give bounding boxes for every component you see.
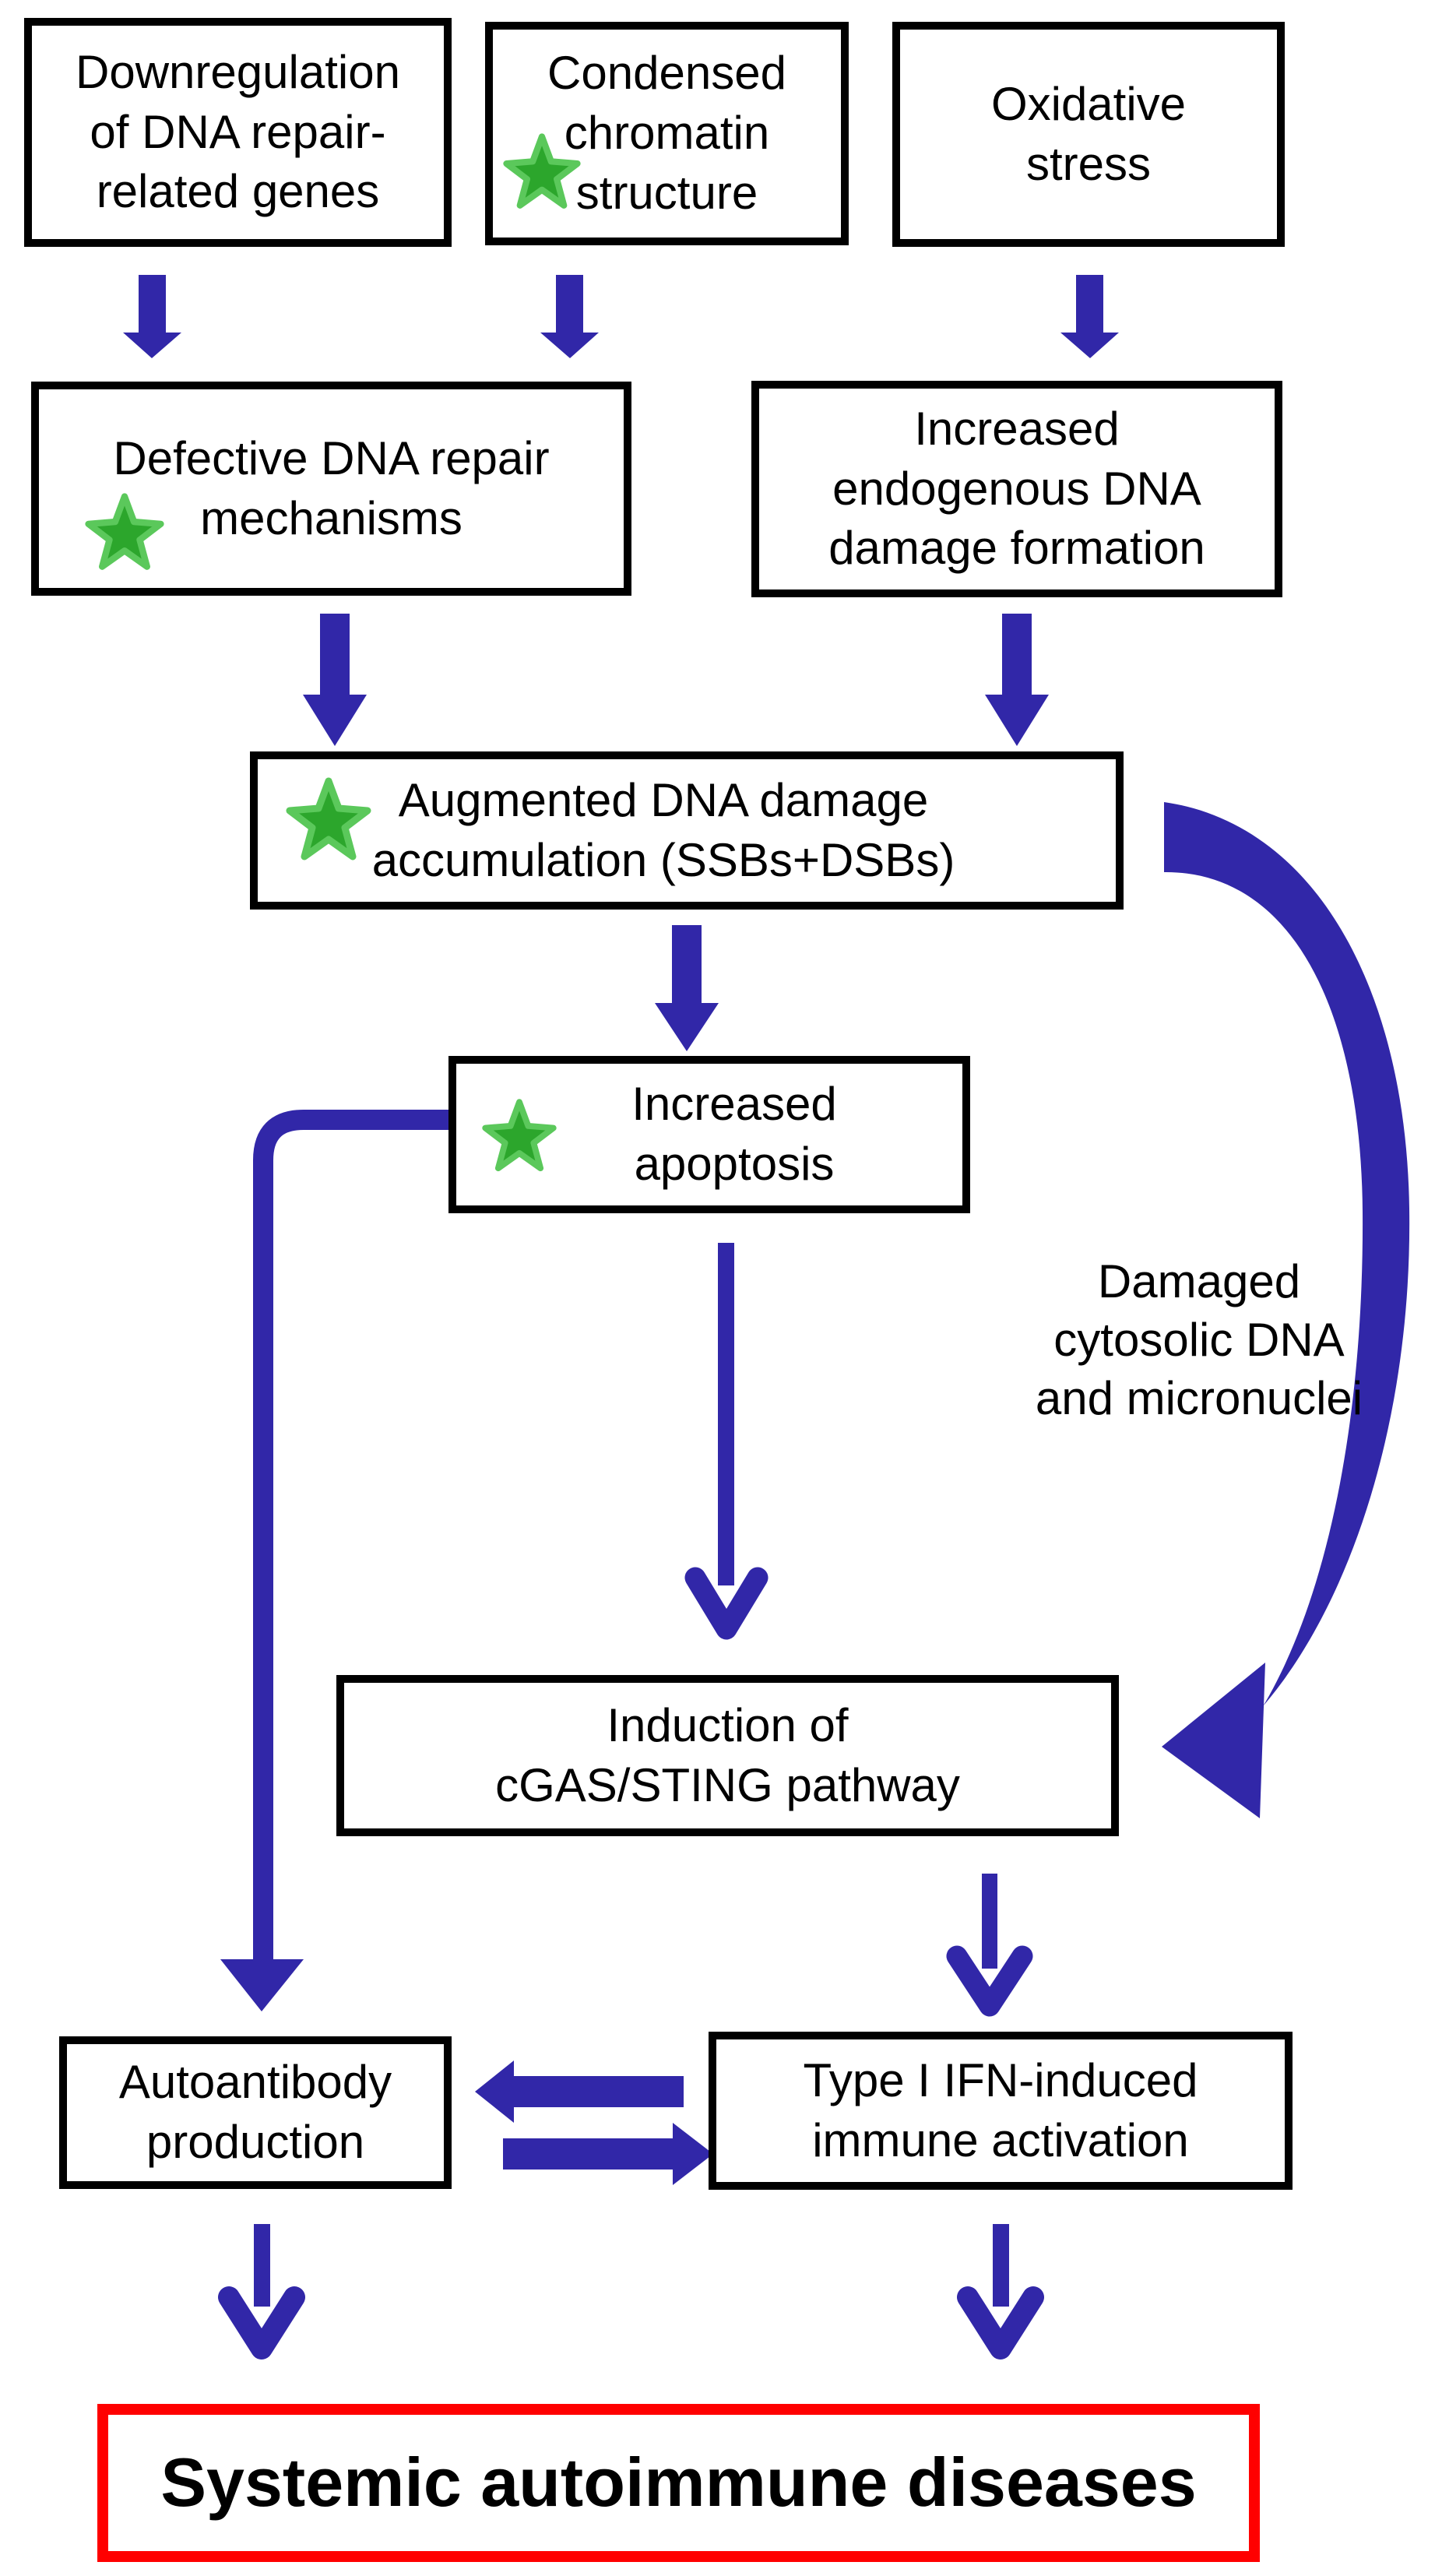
label-text-line: and micronuclei [1035, 1372, 1363, 1424]
node-text-line: Downregulation [76, 45, 400, 98]
node-oxidative-stress: Oxidative stress [892, 22, 1285, 247]
arrow-autoantibody-to-ifn [503, 2123, 713, 2185]
arrow-augmented-to-apoptosis [655, 925, 719, 1051]
arrow-oxidative-to-endogenous [1060, 275, 1119, 358]
node-text-line: Increased [631, 1078, 837, 1131]
node-text-line: endogenous DNA [832, 462, 1201, 515]
node-augmented-dna-damage: Augmented DNA damage accumulation (SSBs+… [250, 751, 1124, 910]
node-endogenous-dna-damage: Increased endogenous DNA damage formatio… [751, 381, 1282, 597]
arrow-endogenous-to-augmented [985, 614, 1049, 746]
node-type1-ifn-immune-activation: Type I IFN-induced immune activation [709, 2032, 1293, 2190]
node-text-line: Autoantibody [118, 2056, 392, 2109]
node-text-line: structure [575, 166, 758, 219]
node-text-line: apoptosis [634, 1138, 835, 1190]
node-text-line: mechanisms [200, 491, 463, 544]
star-icon [286, 777, 371, 860]
node-text-line: cGAS/STING pathway [495, 1758, 960, 1811]
node-text-line: accumulation (SSBs+DSBs) [371, 833, 955, 886]
node-text-line: related genes [96, 165, 380, 218]
node-autoantibody-production: Autoantibody production [59, 2036, 452, 2189]
node-text-line: chromatin [564, 107, 770, 160]
arrow-ifn-to-autoantibody [475, 2060, 684, 2123]
star-icon [85, 493, 164, 570]
label-text-line: Damaged [1097, 1255, 1301, 1307]
node-defective-dna-repair: Defective DNA repair mechanisms [31, 382, 631, 596]
label-text-line: cytosolic DNA [1053, 1314, 1345, 1366]
label-damaged-cytosolic-dna: Damaged cytosolic DNA and micronuclei [1012, 1252, 1386, 1427]
arrow-ifn-to-systemic [957, 2224, 1044, 2360]
node-text-line: Condensed [547, 47, 786, 100]
node-systemic-autoimmune-diseases: Systemic autoimmune diseases [97, 2404, 1260, 2562]
arrow-autoantibody-to-systemic [218, 2224, 305, 2360]
node-text-line: Induction of [607, 1698, 849, 1751]
node-text-line: Increased [914, 402, 1120, 455]
arrow-cgas-to-ifn [946, 1874, 1033, 2017]
node-text-line: immune activation [812, 2113, 1189, 2166]
node-text-line: Oxidative [990, 77, 1187, 130]
arrow-downregulation-to-defective [123, 275, 181, 358]
arrow-condensed-to-defective [540, 275, 599, 358]
node-text-line: Augmented DNA damage [398, 773, 929, 826]
node-text-line: stress [1025, 137, 1152, 190]
node-text-line: Systemic autoimmune diseases [160, 2444, 1197, 2521]
node-text-line: damage formation [828, 522, 1205, 575]
arrow-apoptosis-to-cgas [684, 1243, 768, 1640]
node-text-line: Defective DNA repair [113, 431, 550, 484]
node-condensed-chromatin: Condensed chromatin structure [485, 22, 849, 245]
star-icon [482, 1099, 557, 1172]
node-text-line: Type I IFN-induced [803, 2053, 1198, 2106]
node-text-line: production [146, 2116, 365, 2168]
node-text-line: of DNA repair- [90, 105, 386, 158]
node-cgas-sting-pathway: Induction of cGAS/STING pathway [336, 1675, 1119, 1836]
node-increased-apoptosis: Increased apoptosis [448, 1056, 970, 1213]
node-downregulation-dna-repair-genes: Downregulation of DNA repair- related ge… [24, 18, 452, 247]
arrow-apoptosis-to-autoantibody [220, 1110, 448, 2011]
arrow-defective-to-augmented [303, 614, 367, 746]
